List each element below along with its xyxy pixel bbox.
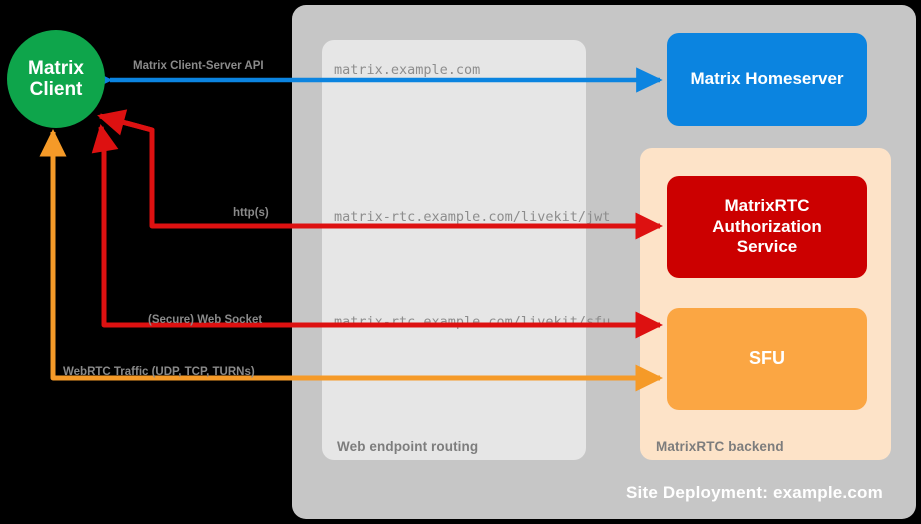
web-endpoint-routing-label: Web endpoint routing [337,439,479,454]
node-sfu[interactable]: SFU [667,308,867,410]
matrix-client-line2: Client [29,79,83,100]
authsvc-line2: Authorization [712,216,822,236]
matrixrtc-backend-label: MatrixRTC backend [656,439,784,454]
authsvc-line1: MatrixRTC [724,195,810,215]
node-matrix-homeserver[interactable]: Matrix Homeserver [667,33,867,126]
authsvc-line3: Service [736,237,798,257]
matrix-client-line1: Matrix [28,57,84,79]
node-matrixrtc-authorization-service[interactable]: MatrixRTC Authorization Service [667,176,867,278]
endpoint-url-matrix: matrix.example.com [334,62,481,78]
connector-label-http-s: http(s) [233,207,269,219]
site-deployment-label: Site Deployment: example.com [626,483,883,502]
node-sfu-label: SFU [749,348,785,369]
connector-label-client-server-api: Matrix Client-Server API [133,60,264,72]
web-endpoint-routing-group [322,40,586,460]
connector-label-web-socket: (Secure) Web Socket [148,314,263,326]
node-authsvc-label: MatrixRTC Authorization Service [712,196,822,258]
endpoint-url-livekit-sfu: matrix-rtc.example.com/livekit/sfu [334,314,611,330]
node-matrix-homeserver-label: Matrix Homeserver [690,69,844,89]
connector-label-webrtc-traffic: WebRTC Traffic (UDP, TCP, TURNs) [63,366,255,378]
node-matrix-client-label: Matrix Client [28,58,84,101]
endpoint-url-livekit-jwt: matrix-rtc.example.com/livekit/jwt [334,209,611,225]
node-matrix-client[interactable]: Matrix Client [7,30,105,128]
